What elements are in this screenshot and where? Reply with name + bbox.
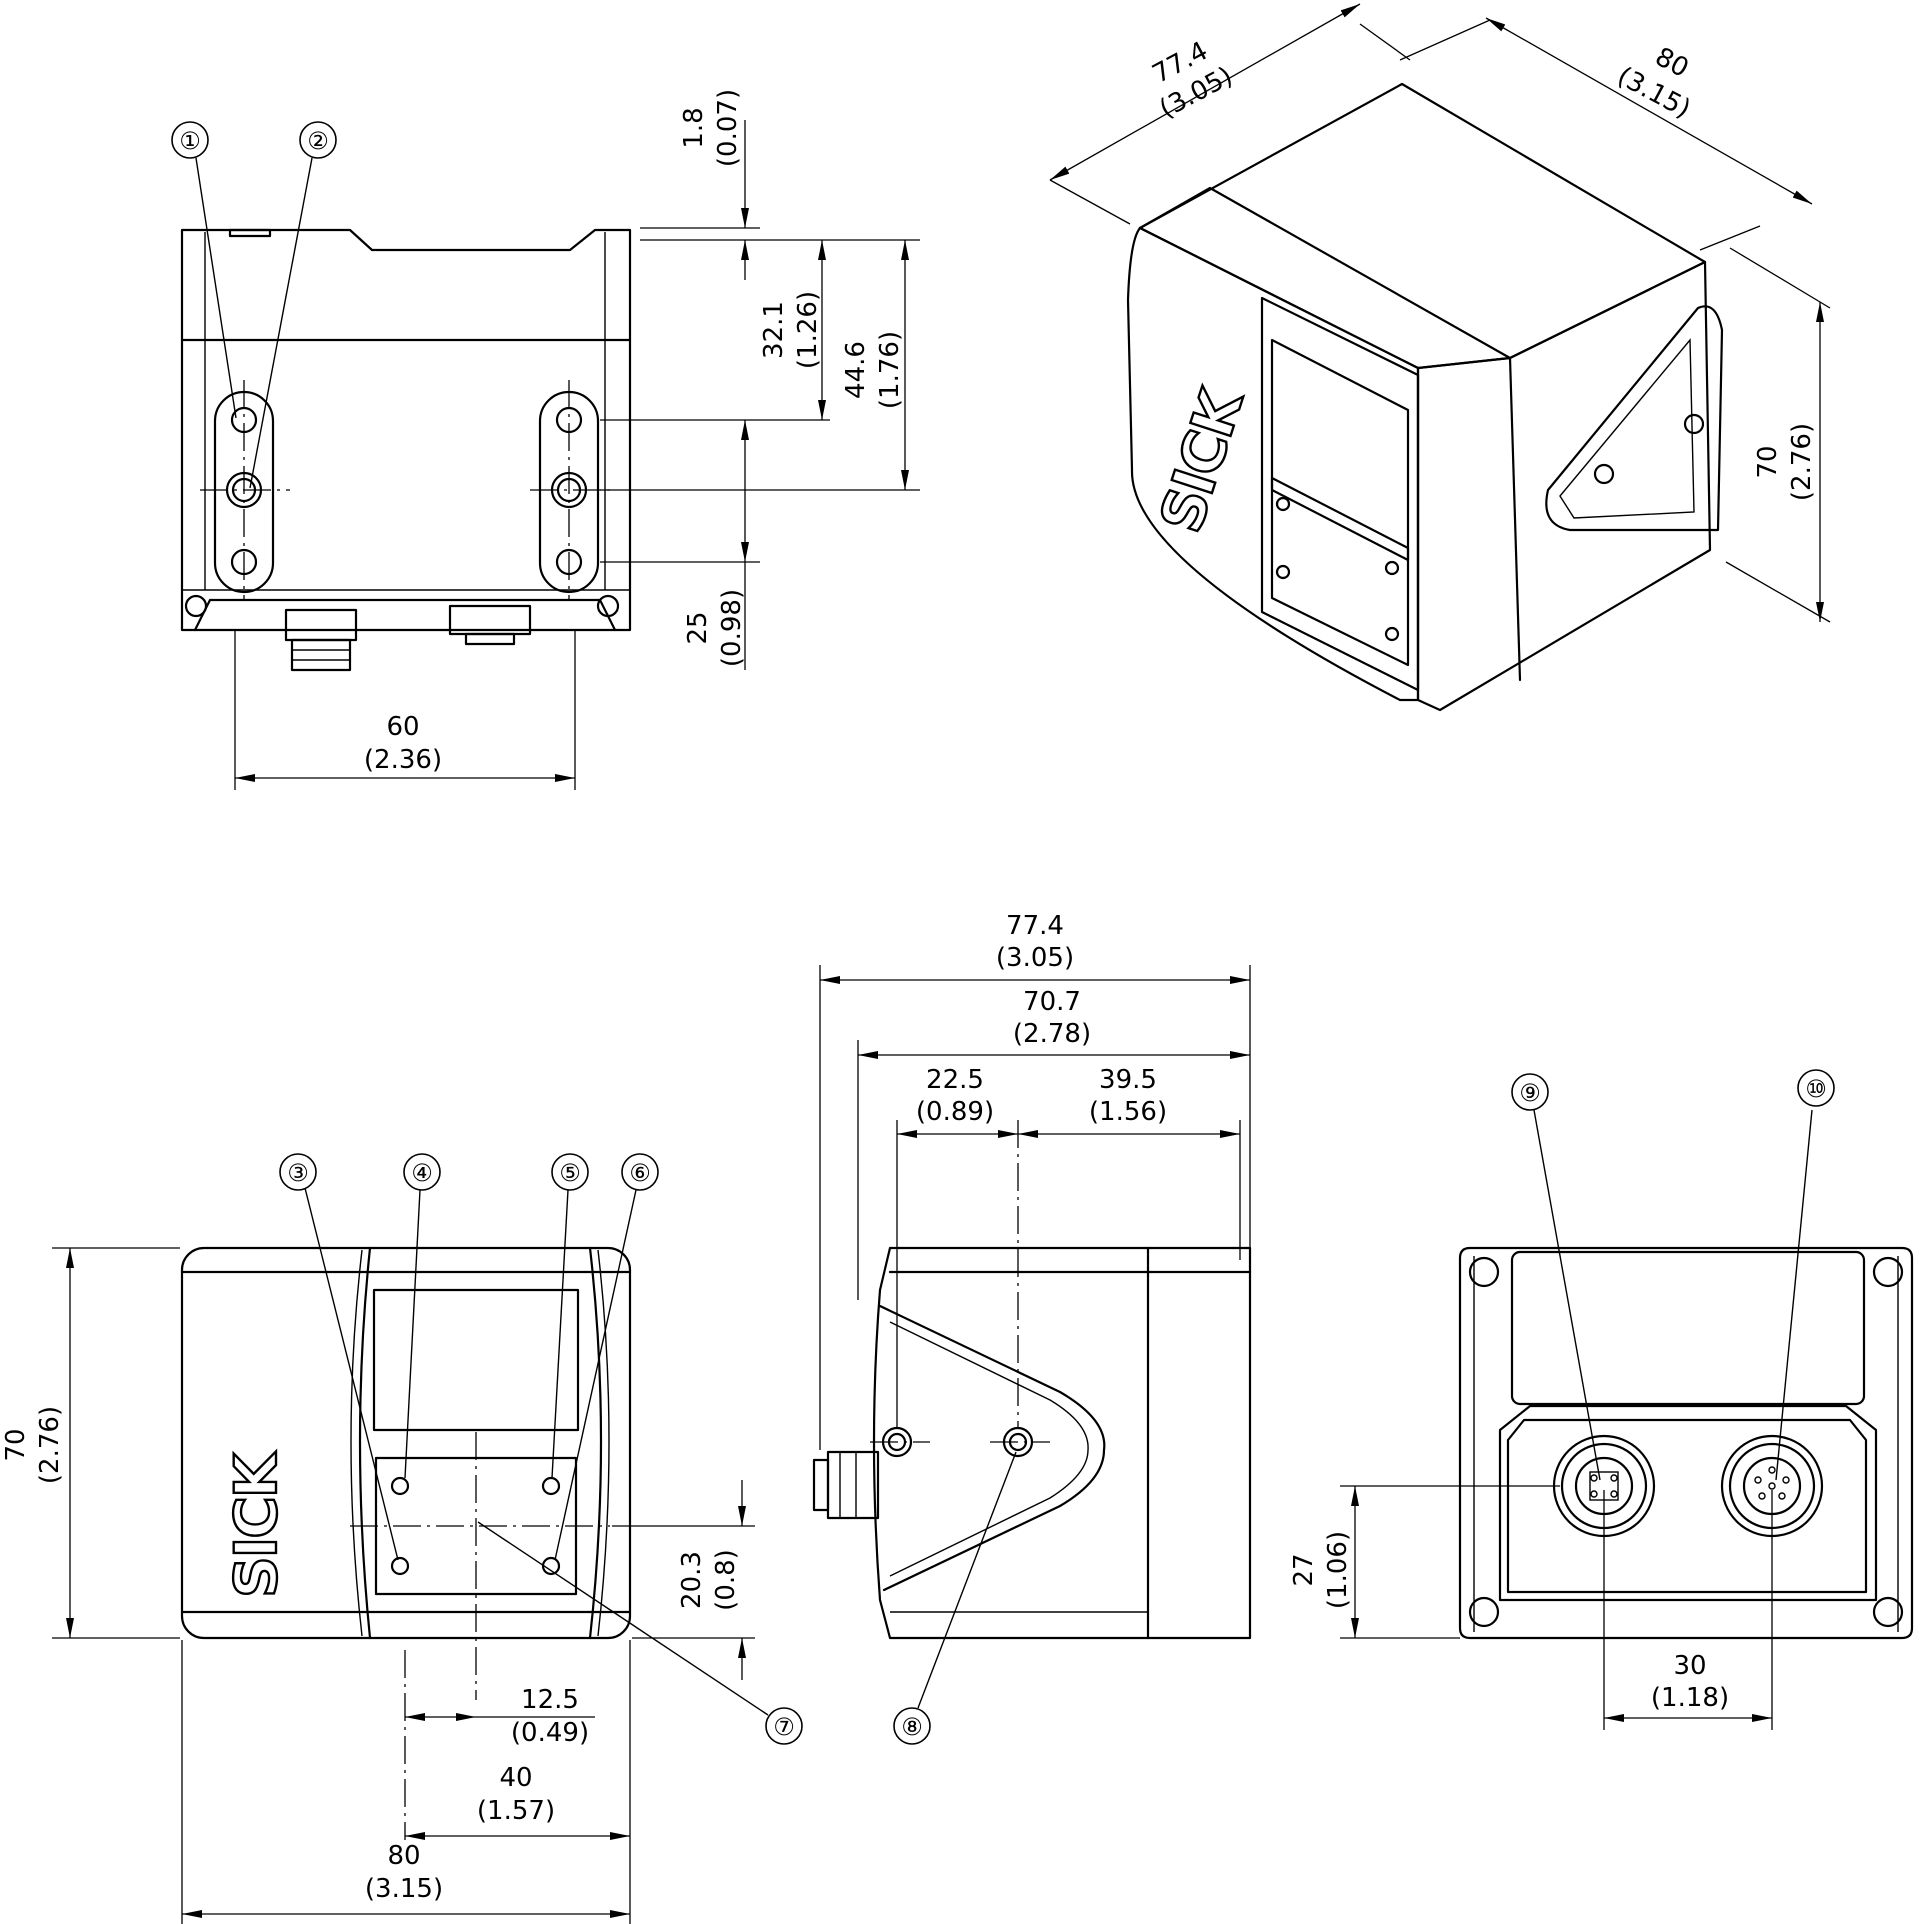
iso-dim-70: 70 <box>1753 445 1783 478</box>
rear-dim-30-inch: (1.18) <box>1651 1683 1729 1713</box>
side-dim-22-5-inch: (0.89) <box>916 1097 994 1127</box>
front-dim-40-inch: (1.57) <box>477 1796 555 1826</box>
callout-6: ⑥ <box>621 1153 659 1191</box>
side-dim-22-5: 22.5 <box>926 1065 984 1095</box>
top-view: 1.8 (0.07) 32.1 (1.26) 44.6 (1.76) 25 (0… <box>171 89 920 790</box>
svg-text:④: ④ <box>411 1159 433 1187</box>
callout-9: ⑨ <box>1511 1073 1549 1111</box>
svg-text:②: ② <box>307 127 329 155</box>
svg-text:⑧: ⑧ <box>901 1713 923 1741</box>
isometric-view: SICK 77.4 (3.05) 80 (3.15) 70 (2.76) <box>1049 3 1831 712</box>
side-dim-39-5: 39.5 <box>1099 1065 1157 1095</box>
dim-32-1: 32.1 <box>759 301 789 359</box>
dim-32-1-inch: (1.26) <box>793 291 823 369</box>
svg-text:③: ③ <box>287 1159 309 1187</box>
callout-4: ④ <box>403 1153 441 1191</box>
svg-text:⑥: ⑥ <box>629 1159 651 1187</box>
side-dim-77-4: 77.4 <box>1006 911 1064 941</box>
side-dim-70-7-inch: (2.78) <box>1013 1019 1091 1049</box>
front-dim-80-inch: (3.15) <box>365 1874 443 1904</box>
front-dim-70: 70 <box>1 1428 31 1461</box>
iso-dim-70-inch: (2.76) <box>1787 423 1817 501</box>
callout-10: ⑩ <box>1797 1069 1835 1107</box>
svg-text:⑦: ⑦ <box>773 1713 795 1741</box>
front-dim-40: 40 <box>499 1763 532 1793</box>
front-dim-70-inch: (2.76) <box>35 1406 65 1484</box>
side-dim-39-5-inch: (1.56) <box>1089 1097 1167 1127</box>
callout-8: ⑧ <box>893 1707 931 1745</box>
dim-44-6: 44.6 <box>841 341 871 399</box>
rear-dim-27-inch: (1.06) <box>1323 1531 1353 1609</box>
side-dim-77-4-inch: (3.05) <box>996 943 1074 973</box>
callout-3: ③ <box>279 1153 317 1191</box>
dim-1-8-inch: (0.07) <box>713 89 743 167</box>
side-view: 77.4 (3.05) 70.7 (2.78) 22.5 (0.89) 39.5… <box>812 911 1252 1745</box>
callout-1: ① <box>171 121 209 159</box>
svg-text:⑨: ⑨ <box>1519 1079 1541 1107</box>
dim-60-inch: (2.36) <box>364 745 442 775</box>
front-dim-12-5-inch: (0.49) <box>511 1718 589 1748</box>
dim-1-8: 1.8 <box>679 107 709 148</box>
rear-dim-27: 27 <box>1289 1553 1319 1586</box>
svg-text:①: ① <box>179 127 201 155</box>
front-dim-20-3-inch: (0.8) <box>711 1549 741 1611</box>
callout-2: ② <box>299 121 337 159</box>
front-dim-12-5: 12.5 <box>521 1685 579 1715</box>
iso-sick-logo: SICK <box>1147 380 1257 541</box>
front-sick-logo: SICK <box>222 1451 290 1598</box>
callout-7: ⑦ <box>765 1707 803 1745</box>
side-dim-70-7: 70.7 <box>1023 987 1081 1017</box>
front-dim-20-3: 20.3 <box>677 1551 707 1609</box>
svg-text:⑩: ⑩ <box>1805 1075 1827 1103</box>
rear-dim-30: 30 <box>1673 1651 1706 1681</box>
front-dim-80: 80 <box>387 1841 420 1871</box>
dim-25-inch: (0.98) <box>717 589 747 667</box>
dim-44-6-inch: (1.76) <box>875 331 905 409</box>
callout-5: ⑤ <box>551 1153 589 1191</box>
dim-25: 25 <box>683 611 713 644</box>
rear-view: 27 (1.06) 30 (1.18) ⑨ ⑩ <box>1289 1069 1914 1730</box>
front-view: SICK 70 (2.76) 20.3 (0.8) 12.5 (0.49) 40… <box>1 1153 803 1924</box>
svg-text:⑤: ⑤ <box>559 1159 581 1187</box>
dim-60: 60 <box>386 712 419 742</box>
